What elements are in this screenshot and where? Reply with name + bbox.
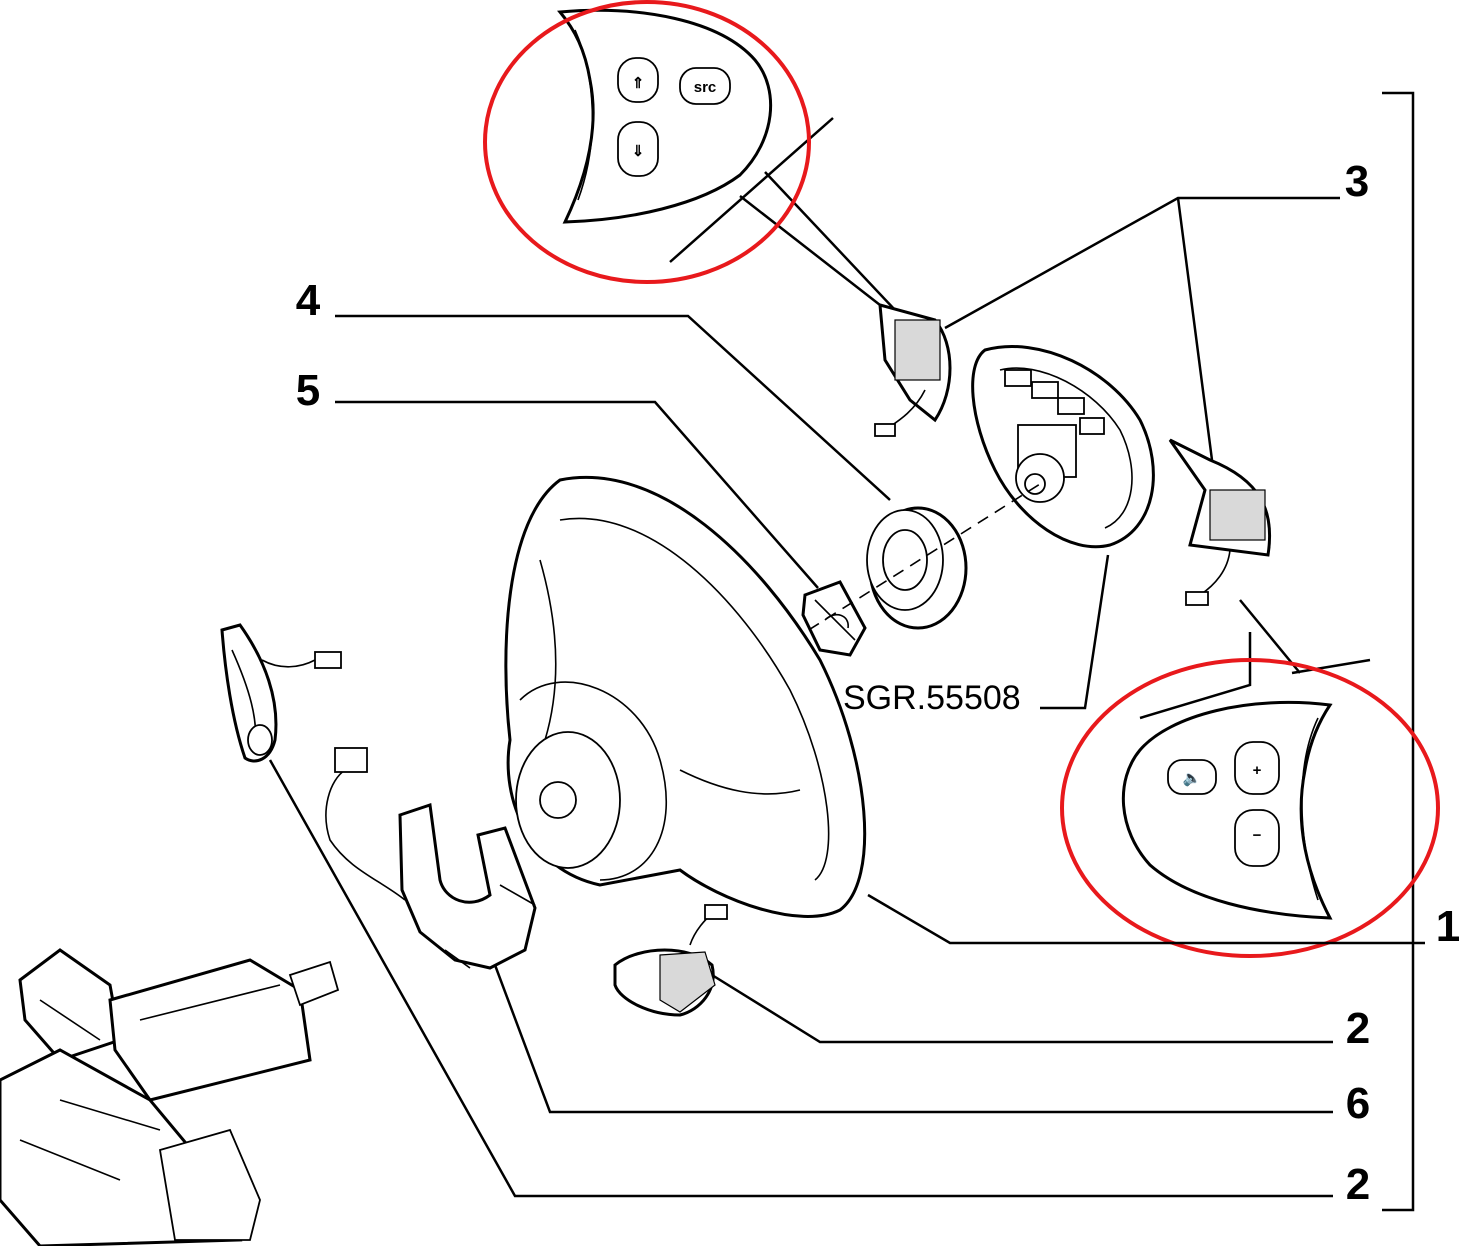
src-button (679, 67, 731, 105)
leader-6 (493, 964, 1333, 1114)
right-switch-zoom-rim (1301, 717, 1319, 901)
callout-2a: 2 (1346, 1004, 1370, 1053)
callout-4: 4 (296, 276, 321, 325)
callout-1: 1 (1436, 902, 1460, 951)
volume-up-glyph: + (1253, 762, 1262, 779)
small-switch-left (220, 623, 342, 763)
left-zoom-leader (669, 117, 896, 311)
callout-2b: 2 (1346, 1160, 1370, 1209)
volume-up-button (1234, 741, 1280, 795)
highlight-circle-bottom (1060, 658, 1440, 958)
seek-up-button (617, 57, 659, 103)
leader-4 (335, 314, 891, 501)
callout-3: 3 (1345, 157, 1369, 206)
clock-spring (325, 747, 537, 970)
leader-2a (711, 973, 1333, 1044)
small-switch-bottom (613, 904, 728, 1017)
volume-down-button (1234, 809, 1280, 867)
volume-down-glyph: − (1253, 827, 1262, 844)
seek-up-glyph: ⇑ (632, 75, 645, 92)
left-switch-zoom-rim (574, 29, 594, 201)
right-zoom-leader (1139, 599, 1371, 720)
right-switch-zoom-body (1121, 700, 1333, 920)
hub-clip (801, 580, 867, 657)
hub-ring (866, 506, 968, 630)
leader-5 (335, 400, 819, 589)
switch-module-left (874, 302, 952, 437)
mute-button (1167, 759, 1217, 795)
callout-6: 6 (1346, 1079, 1370, 1128)
callout-5: 5 (296, 366, 320, 415)
reference-code: SGR.55508 (843, 679, 1021, 717)
leader-ref (1040, 554, 1110, 710)
src-glyph: src (694, 79, 717, 96)
steering-column (0, 948, 340, 1246)
group-bracket (1382, 91, 1415, 1212)
leader-1 (867, 893, 1425, 945)
left-switch-zoom: ⇑ src ⇓ (557, 8, 896, 311)
highlight-circle-top (483, 0, 811, 284)
hub-cover (971, 345, 1155, 549)
leader-3 (944, 196, 1340, 461)
leader-2b (268, 759, 1333, 1198)
seek-down-button (617, 121, 659, 177)
mute-glyph: 🔈 (1183, 770, 1202, 787)
steering-wheel (504, 476, 867, 918)
right-switch-zoom: 🔈 + − (1121, 599, 1371, 920)
seek-down-glyph: ⇓ (632, 143, 645, 160)
switch-module-right (1168, 438, 1272, 606)
